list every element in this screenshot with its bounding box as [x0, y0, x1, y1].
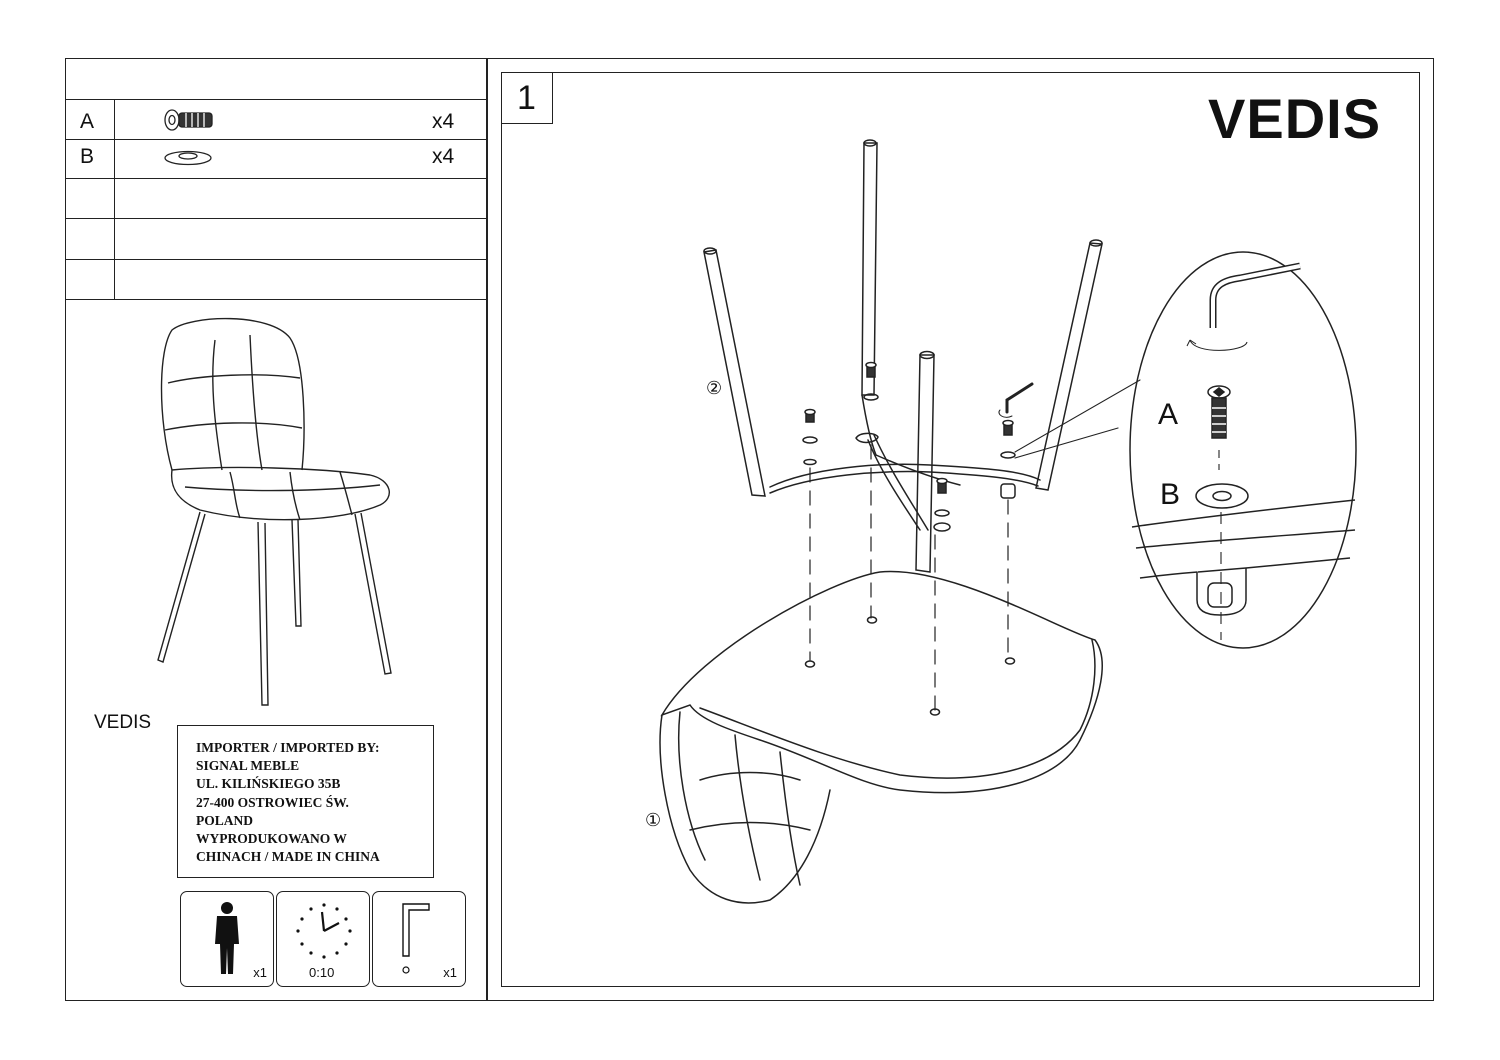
time-estimate: 0:10: [309, 965, 335, 980]
washer-icon: [863, 393, 879, 401]
parts-table-row-line: [65, 139, 487, 141]
allen-key-icon: [1005, 382, 1034, 414]
bolt-icon: [936, 477, 948, 494]
parts-table-top: [65, 99, 487, 101]
importer-line: POLAND: [196, 812, 253, 828]
panel-divider: [486, 58, 488, 1001]
callout-label-a: A: [1158, 398, 1179, 431]
washer-icon: [164, 150, 212, 166]
product-name: VEDIS: [94, 712, 152, 733]
model-title: VEDIS: [1208, 87, 1382, 150]
people-count: x1: [253, 965, 267, 980]
tools-required-box: x1: [372, 891, 466, 987]
seat-shell: [660, 570, 1103, 794]
part-quantity: x4: [432, 110, 455, 133]
bolt-icon: [1207, 385, 1231, 439]
importer-line: UL. KILIŃSKIEGO 35B: [196, 776, 341, 792]
washer-icon: [1195, 483, 1249, 509]
part-marker-leg: ②: [706, 378, 723, 398]
importer-line: SIGNAL MEBLE: [196, 758, 300, 774]
detail-zoom: [1129, 251, 1357, 649]
part-letter: B: [80, 145, 95, 168]
bolt-icon: [164, 109, 213, 131]
parts-table-row-line: [65, 218, 487, 220]
parts-table-column-line: [114, 99, 116, 300]
person-icon: [215, 902, 239, 974]
callout-label-b: B: [1160, 478, 1181, 511]
bolt-icon: [865, 361, 877, 378]
washer-icon: [1000, 451, 1016, 459]
step-number: 1: [501, 72, 553, 124]
importer-line: CHINACH / MADE IN CHINA: [196, 849, 380, 865]
importer-line: 27-400 OSTROWIEC ŚW.: [196, 794, 349, 810]
people-required-box: x1: [180, 891, 274, 987]
part-marker-seat: ①: [645, 810, 662, 830]
importer-info-box: IMPORTER / IMPORTED BY: SIGNAL MEBLE UL.…: [177, 725, 434, 878]
instruction-sheet-frame: [65, 58, 1434, 1001]
parts-table-row-line: [65, 259, 487, 261]
step-panel: [501, 72, 1420, 987]
clock-icon: [296, 903, 352, 959]
allen-key-icon: [402, 903, 430, 974]
bolt-icon: [804, 408, 816, 423]
importer-line: IMPORTER / IMPORTED BY:: [196, 740, 380, 755]
washer-icon: [802, 436, 818, 444]
parts-table-bottom: [65, 299, 487, 301]
time-required-box: 0:10: [276, 891, 370, 987]
tools-count: x1: [443, 965, 457, 980]
washer-icon: [934, 509, 950, 517]
parts-table-row-line: [65, 178, 487, 180]
bolt-icon: [1002, 419, 1014, 436]
part-letter: A: [80, 110, 95, 133]
importer-line: WYPRODUKOWANO W: [196, 831, 347, 847]
part-quantity: x4: [432, 145, 455, 168]
